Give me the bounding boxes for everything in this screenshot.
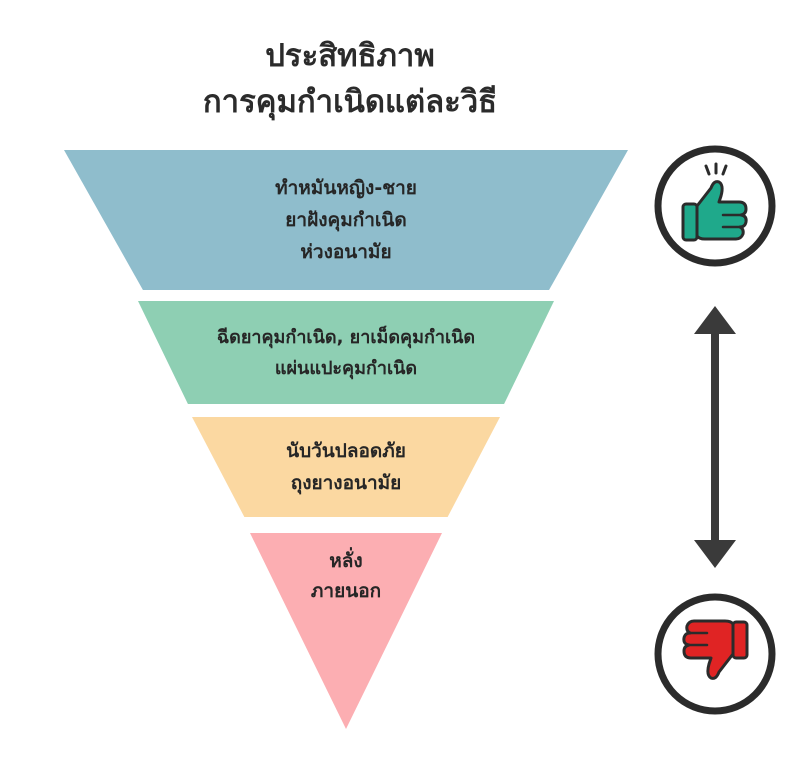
tier-4-text: หลั่ง ภายนอก [250,541,442,611]
tier-2-line-1: ฉีดยาคุมกำเนิด, ยาเม็ดคุมกำเนิด [216,326,476,348]
funnel-tier-2: ฉีดยาคุมกำเนิด, ยาเม็ดคุมกำเนิด แผ่นแปะค… [138,301,554,404]
tier-1-line-3: ห่วงอนามัย [300,241,392,263]
tier-3-text: นับวันปลอดภัย ถุงยางอนามัย [192,417,500,517]
tier-3-line-2: ถุงยางอนามัย [290,472,402,494]
funnel-tier-4: หลั่ง ภายนอก [250,533,442,729]
tier-4-line-2: ภายนอก [310,580,382,602]
title-line-1: ประสิทธิภาพ [265,38,435,74]
thumbs-up-icon [654,145,776,267]
tier-2-line-2: แผ่นแปะคุมกำเนิด [274,357,418,379]
tier-1-line-2: ยาฝังคุมกำเนิด [285,209,407,231]
tier-1-text: ทำหมันหญิง-ชาย ยาฝังคุมกำเนิด ห่วงอนามัย [64,150,628,290]
thumbs-down-icon [654,593,776,715]
tier-4-line-1: หลั่ง [329,550,363,572]
funnel-tier-3: นับวันปลอดภัย ถุงยางอนามัย [192,417,500,517]
tier-1-line-1: ทำหมันหญิง-ชาย [275,177,417,199]
tier-3-line-1: นับวันปลอดภัย [286,440,406,462]
tier-2-text: ฉีดยาคุมกำเนิด, ยาเม็ดคุมกำเนิด แผ่นแปะค… [138,301,554,404]
funnel-tier-1: ทำหมันหญิง-ชาย ยาฝังคุมกำเนิด ห่วงอนามัย [64,150,628,290]
title-line-2: การคุมกำเนิดแต่ละวิธี [202,84,498,120]
double-arrow-vertical-icon [694,306,736,568]
